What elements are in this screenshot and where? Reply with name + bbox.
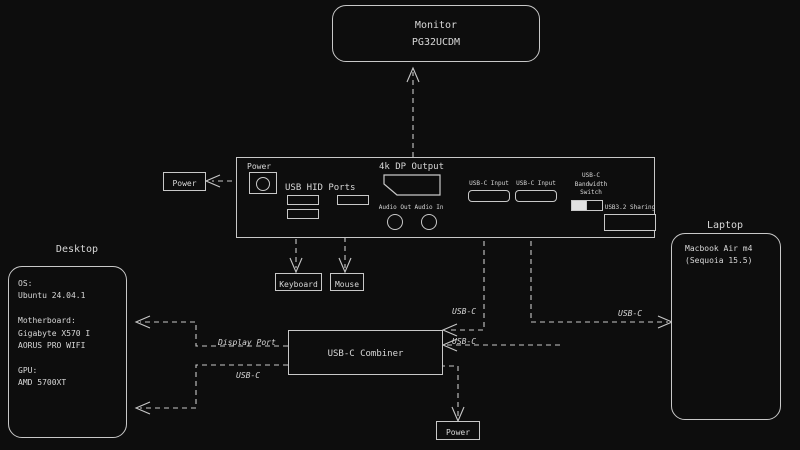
power-jack-icon [256,177,270,191]
usbc-bandwidth-switch[interactable] [571,200,603,211]
desktop-title: Desktop [55,244,99,255]
arrowhead-power-bottom [451,406,465,423]
dp-output-port[interactable] [383,174,441,196]
mouse-label: Mouse [334,280,360,289]
hub-audio-out-label: Audio Out [378,204,412,211]
hub-audio-in-label: Audio In [414,204,444,211]
node-power-left[interactable]: Power [163,172,206,191]
node-desktop[interactable]: OS: Ubuntu 24.04.1 Motherboard: Gigabyte… [8,266,127,438]
combiner-label: USB-C Combiner [327,349,404,359]
arrowhead-keyboard [289,257,303,274]
usb-hid-port-1[interactable] [287,195,319,205]
usbc-input-port-2[interactable] [515,190,557,202]
arrowhead-mouse [338,257,352,274]
desktop-specs: OS: Ubuntu 24.04.1 Motherboard: Gigabyte… [18,279,91,388]
laptop-specs: Macbook Air m4 (Sequoia 15.5) [685,244,753,266]
usb32-sharing-port[interactable] [604,214,656,231]
node-mouse[interactable]: Mouse [330,273,364,291]
edge-label-usbc-combiner-in: USB-C [452,337,477,346]
hub-power-jack-housing[interactable] [249,172,277,194]
usbc-input-port-1[interactable] [468,190,510,202]
hub-bandwidth-switch-label: USB-C Bandwidth Switch [574,172,608,197]
wire-combiner-to-desktop-usbc [140,364,288,409]
edge-label-usbc-laptop: USB-C [618,309,643,318]
node-power-bottom[interactable]: Power [436,421,480,440]
hub-usbc-input-2-label: USB-C Input [516,180,556,187]
edge-label-usbc-desktop: USB-C [236,371,261,380]
node-keyboard[interactable]: Keyboard [275,273,322,291]
arrowhead-combiner-in-1 [441,323,458,337]
keyboard-label: Keyboard [279,280,318,289]
audio-out-jack[interactable] [387,214,403,230]
arrowhead-power-left [204,174,221,188]
laptop-title: Laptop [706,220,744,231]
audio-in-jack[interactable] [421,214,437,230]
node-monitor[interactable]: Monitor PG32UCDM [332,5,540,62]
node-dock-hub[interactable]: Power USB HID Ports 4k DP Output Audio O… [236,157,656,238]
hub-dp-output-label: 4k DP Output [379,162,445,172]
edge-label-display-port: Display Port [218,338,276,347]
hub-usbc-input-1-label: USB-C Input [469,180,509,187]
power-bottom-label: Power [445,428,471,437]
hub-usb-hid-label: USB HID Ports [285,183,356,193]
hub-usb32-sharing-label: USB3.2 Sharing [604,204,656,211]
switch-knob [572,201,587,210]
usb-hid-port-2[interactable] [287,209,319,219]
arrowhead-laptop [657,315,674,329]
monitor-title: Monitor [414,20,458,31]
arrowhead-monitor [406,66,420,83]
monitor-model: PG32UCDM [411,37,461,48]
hub-power-label: Power [247,162,272,171]
node-laptop[interactable]: Macbook Air m4 (Sequoia 15.5) [671,233,781,420]
arrowhead-desktop-dp [134,315,151,329]
usb-hid-port-3[interactable] [337,195,369,205]
power-left-label: Power [172,179,197,188]
node-usbc-combiner[interactable]: USB-C Combiner [288,330,443,375]
edge-label-usbc-combiner-top: USB-C [452,307,477,316]
arrowhead-desktop-usbc [134,401,151,415]
